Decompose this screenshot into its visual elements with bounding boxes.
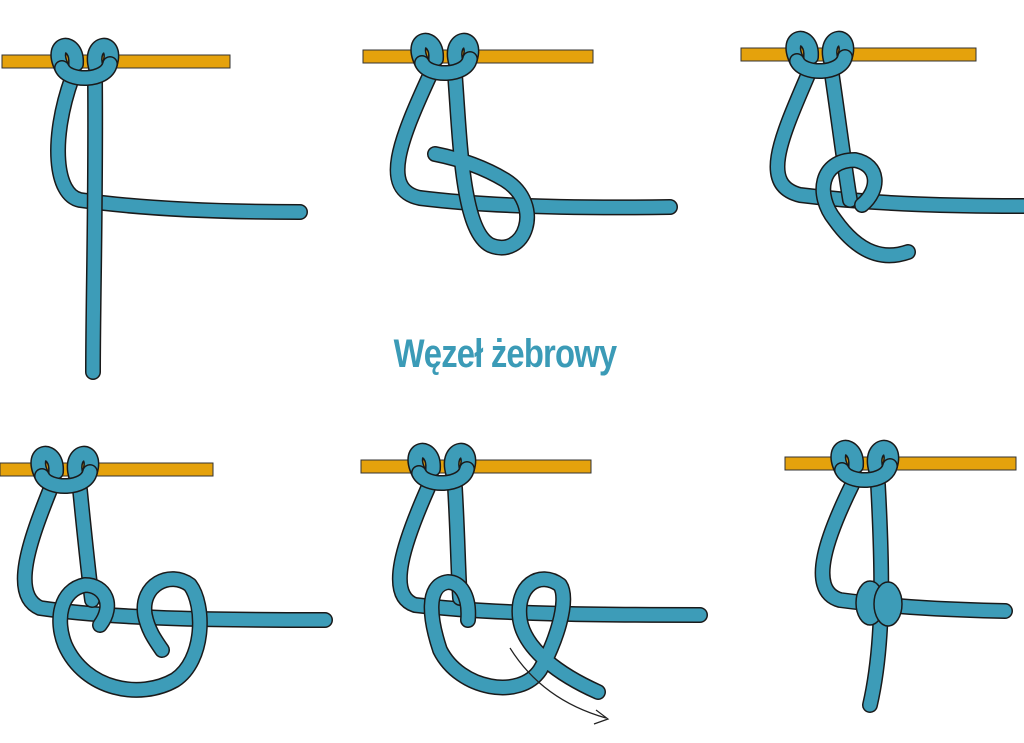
working-strand	[391, 68, 677, 214]
working-strand-outline	[391, 480, 708, 623]
step-4	[0, 445, 333, 698]
wrap-turn	[816, 153, 915, 262]
arrow-head-icon	[593, 709, 610, 725]
hitch-loop	[51, 39, 83, 75]
step-1	[1, 37, 308, 380]
wooden-bar	[784, 456, 1017, 471]
wrap-turns	[53, 572, 207, 697]
working-strand	[771, 68, 1024, 213]
hitch-wrap	[790, 50, 852, 78]
hitch-loop	[786, 32, 818, 68]
step-5	[360, 442, 708, 725]
hitch-wrap	[55, 57, 117, 85]
direction-arrow	[509, 647, 607, 719]
knot-turn	[873, 581, 903, 627]
standing-strand	[428, 68, 534, 254]
hitch-wrap	[415, 52, 477, 80]
wooden-bar	[740, 47, 977, 62]
hitch-wrap	[35, 465, 97, 493]
working-strand-outline	[769, 67, 1024, 214]
step-3	[740, 30, 1024, 264]
working-strand	[393, 481, 707, 622]
hitch-loop	[408, 444, 440, 480]
wrap-turns	[425, 572, 605, 699]
hitch-loop	[831, 441, 863, 477]
hitch-wrap	[412, 462, 474, 490]
diagram-title: Węzeł żebrowy	[393, 332, 617, 376]
working-strand	[51, 71, 307, 219]
hitch-loop	[31, 447, 63, 483]
standing-strand	[825, 68, 857, 207]
working-strand	[816, 478, 1012, 618]
standing-strand	[86, 71, 102, 379]
working-strand-outline	[389, 67, 678, 216]
step-6	[784, 439, 1017, 713]
step-2	[362, 32, 678, 256]
hitch-loop	[411, 34, 443, 70]
hitch-wrap	[835, 459, 897, 487]
